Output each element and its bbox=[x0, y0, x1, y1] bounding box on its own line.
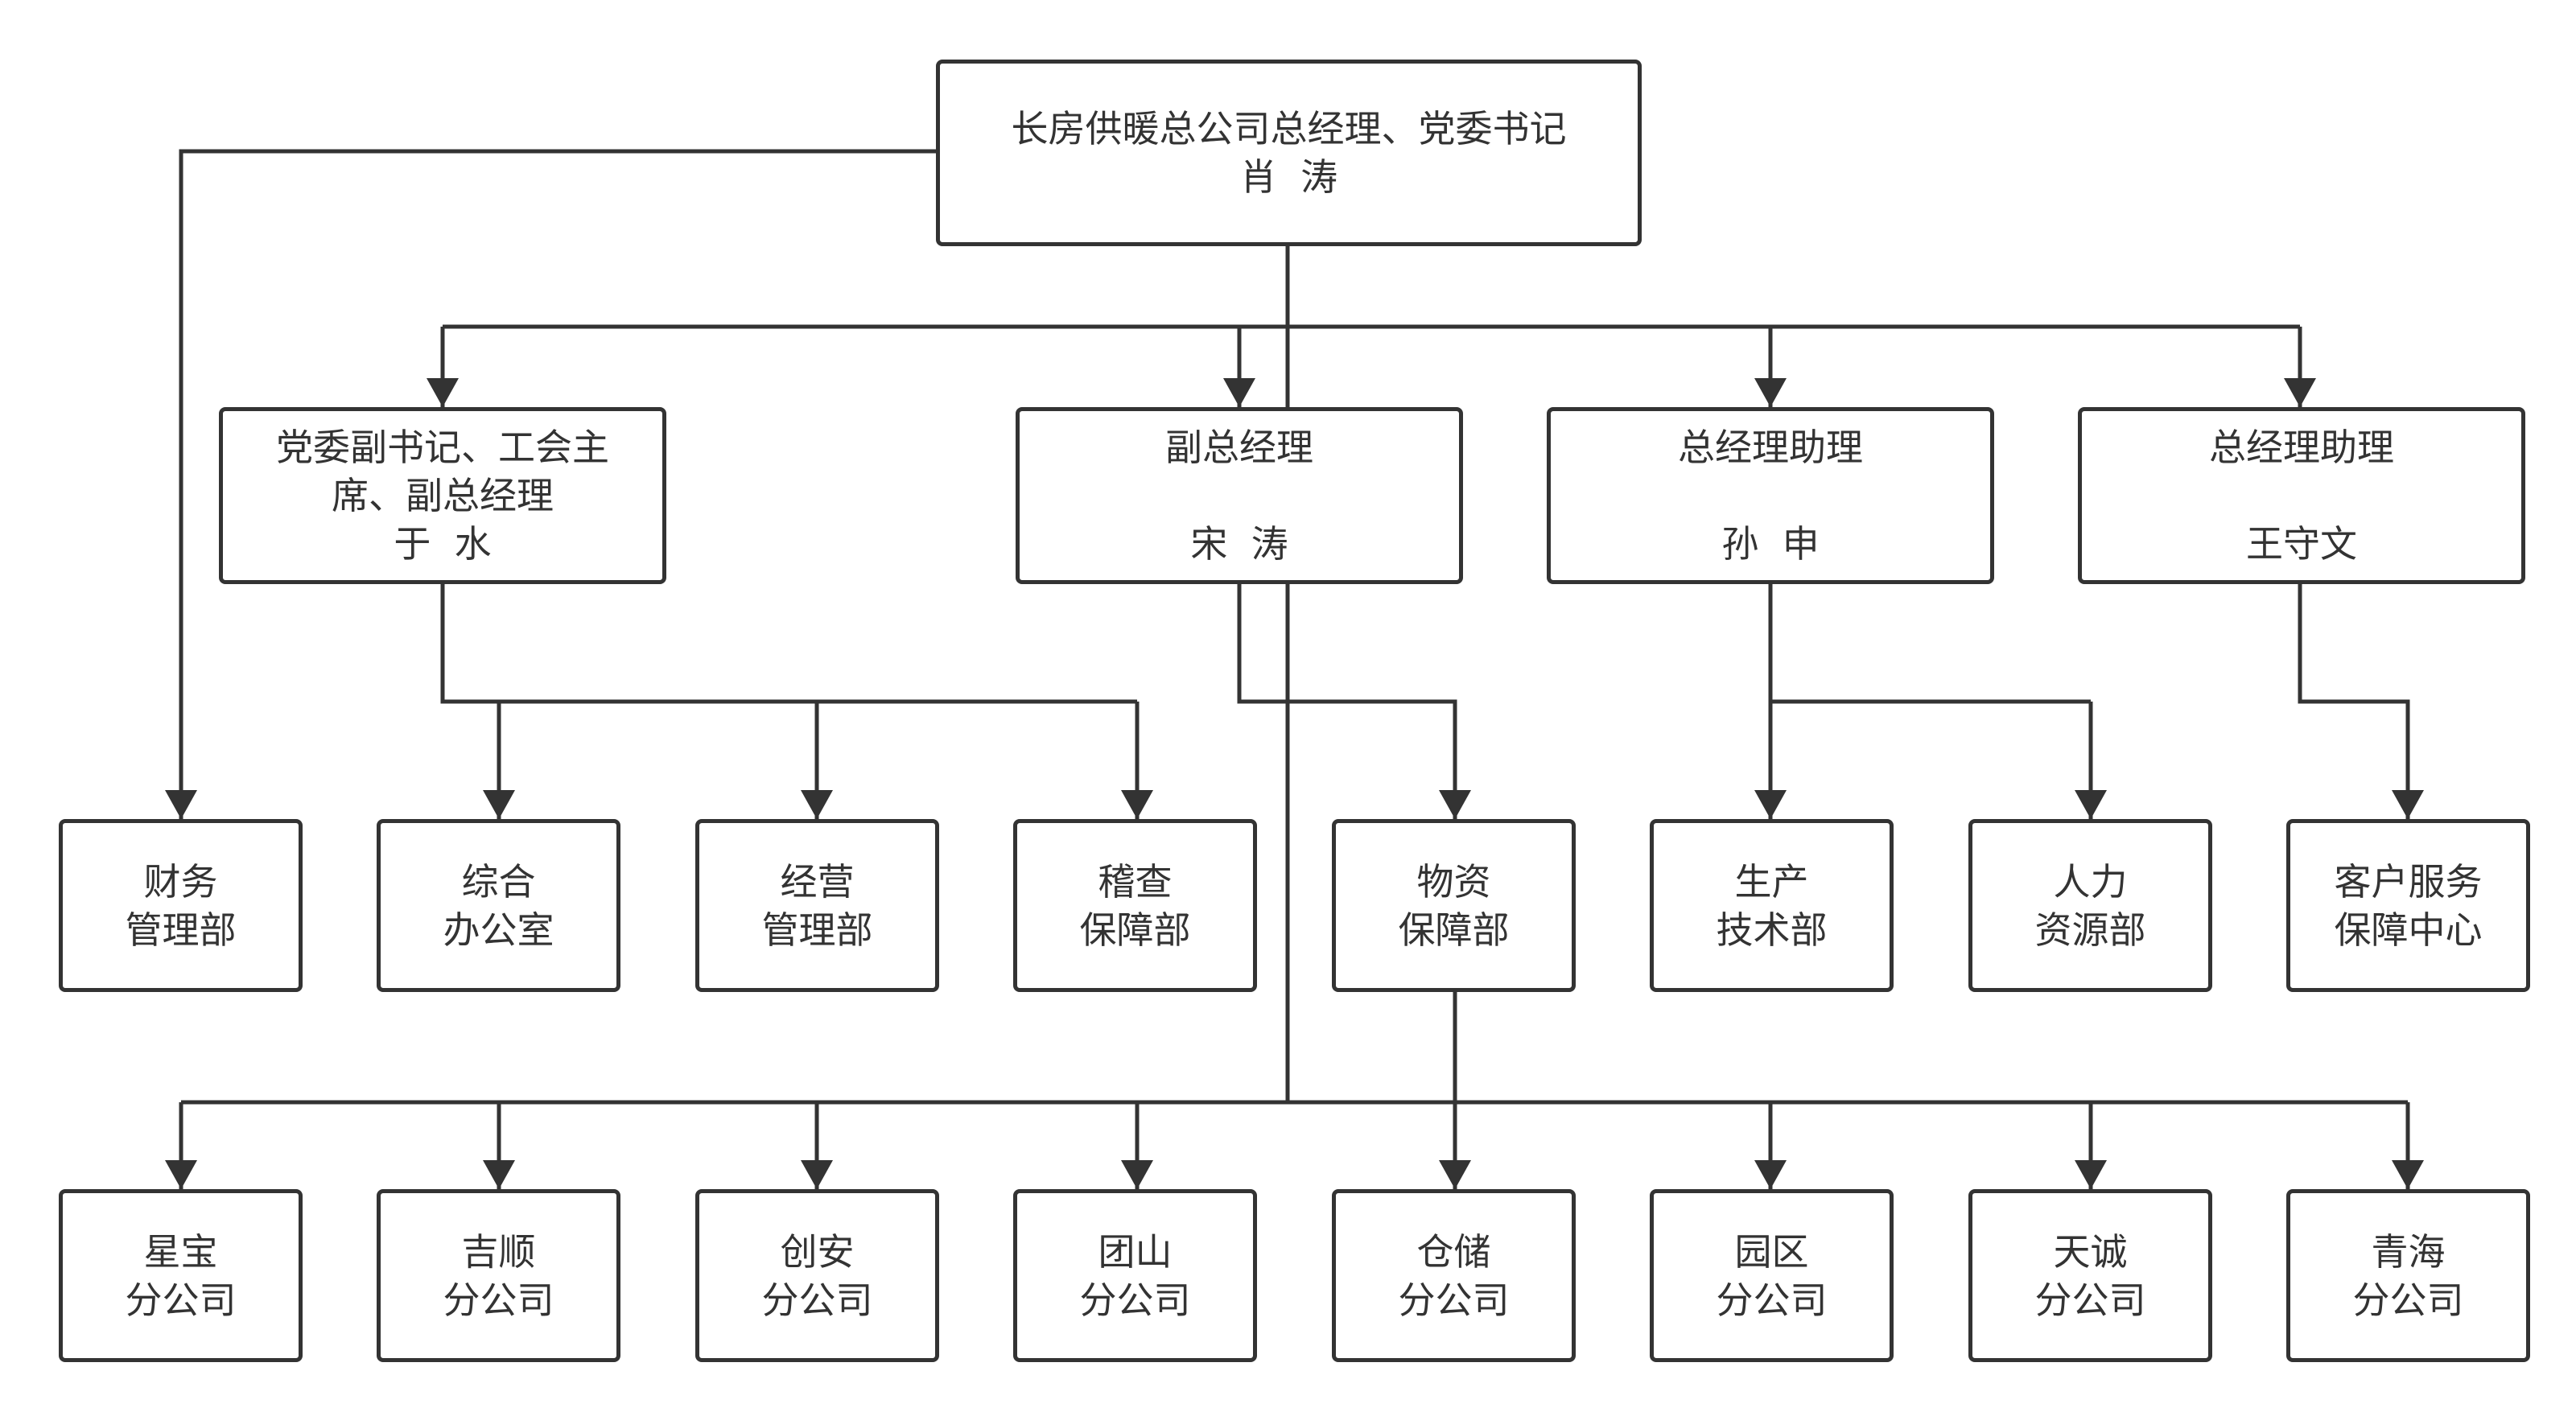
arrowhead-wang bbox=[2284, 378, 2316, 407]
connector-song-material bbox=[1237, 584, 1457, 819]
exec-name: 王守文 bbox=[2246, 522, 2357, 566]
dept-line1: 财务 bbox=[143, 859, 218, 904]
sub-line1: 吉顺 bbox=[461, 1229, 536, 1274]
sub-line2: 分公司 bbox=[1398, 1278, 1510, 1322]
subsidiary-box-chuangan: 创安 分公司 bbox=[695, 1189, 939, 1362]
dept-line2: 保障部 bbox=[1398, 908, 1510, 952]
dept-line2: 办公室 bbox=[443, 908, 554, 952]
exec-title: 总经理助理 bbox=[2209, 426, 2394, 469]
subsidiary-box-cangchu: 仓储 分公司 bbox=[1332, 1189, 1576, 1362]
arrowhead-sub-2 bbox=[801, 1160, 833, 1189]
department-box-hr: 人力 资源部 bbox=[1968, 819, 2212, 992]
subsidiary-box-xingbao: 星宝 分公司 bbox=[59, 1189, 303, 1362]
dept-line1: 生产 bbox=[1734, 859, 1809, 904]
ceo-name: 肖 涛 bbox=[1239, 155, 1338, 199]
dept-line1: 经营 bbox=[780, 859, 855, 904]
arrowhead-finance bbox=[165, 790, 197, 819]
dept-line2: 保障中心 bbox=[2334, 908, 2483, 952]
arrowhead-sub-7 bbox=[2392, 1160, 2424, 1189]
arrowhead-sub-5 bbox=[1754, 1160, 1787, 1189]
department-box-production: 生产 技术部 bbox=[1650, 819, 1894, 992]
arrowhead-sub-3 bbox=[1121, 1160, 1153, 1189]
department-box-office: 综合 办公室 bbox=[377, 819, 620, 992]
dept-line1: 稽查 bbox=[1098, 859, 1173, 904]
exec-title-line2: 席、副总经理 bbox=[332, 474, 554, 517]
arrowhead-sub-0 bbox=[165, 1160, 197, 1189]
exec-title-line1: 党委副书记、工会主 bbox=[276, 426, 609, 469]
arrowhead-sub-1 bbox=[483, 1160, 515, 1189]
sub-line2: 分公司 bbox=[1716, 1278, 1828, 1322]
ceo-title: 长房供暖总公司总经理、党委书记 bbox=[1011, 107, 1567, 150]
exec-title: 副总经理 bbox=[1165, 426, 1313, 469]
subsidiary-arrowheads bbox=[165, 1160, 2424, 1189]
sub-line2: 分公司 bbox=[1079, 1278, 1191, 1322]
sub-line1: 青海 bbox=[2371, 1229, 2446, 1274]
subsidiary-box-tiancheng: 天诚 分公司 bbox=[1968, 1189, 2212, 1362]
sub-line1: 园区 bbox=[1734, 1229, 1809, 1274]
arrowhead-song bbox=[1223, 378, 1255, 407]
dept-line2: 资源部 bbox=[2034, 908, 2146, 952]
dept-line2: 管理部 bbox=[125, 908, 237, 952]
subsidiary-box-qinghai: 青海 分公司 bbox=[2286, 1189, 2530, 1362]
department-box-customer-service: 客户服务 保障中心 bbox=[2286, 819, 2530, 992]
arrowhead-sun bbox=[1754, 378, 1787, 407]
dept-line2: 技术部 bbox=[1716, 908, 1828, 952]
exec-name: 孙 申 bbox=[1721, 522, 1820, 566]
dept-line1: 综合 bbox=[461, 859, 536, 904]
sub-line2: 分公司 bbox=[761, 1278, 873, 1322]
subsidiary-box-jishun: 吉顺 分公司 bbox=[377, 1189, 620, 1362]
subsidiary-box-yuanqu: 园区 分公司 bbox=[1650, 1189, 1894, 1362]
department-box-finance: 财务 管理部 bbox=[59, 819, 303, 992]
ceo-box: 长房供暖总公司总经理、党委书记 肖 涛 bbox=[936, 60, 1642, 246]
sub-line1: 仓储 bbox=[1416, 1229, 1491, 1274]
department-box-material: 物资 保障部 bbox=[1332, 819, 1576, 992]
sub-line1: 创安 bbox=[780, 1229, 855, 1274]
arrowhead-yu bbox=[427, 378, 459, 407]
arrowhead-prod bbox=[1754, 790, 1787, 819]
sub-line1: 星宝 bbox=[143, 1229, 218, 1274]
connector-ceo-finance bbox=[179, 149, 936, 819]
arrowhead-business bbox=[801, 790, 833, 819]
executive-box-wang: 总经理助理 王守文 bbox=[2078, 407, 2525, 584]
exec-name: 宋 涛 bbox=[1190, 522, 1288, 566]
exec-title: 总经理助理 bbox=[1678, 426, 1863, 469]
dept-line2: 管理部 bbox=[761, 908, 873, 952]
department-box-business: 经营 管理部 bbox=[695, 819, 939, 992]
dept-line1: 物资 bbox=[1416, 859, 1491, 904]
connector-sun-bus bbox=[1768, 584, 2091, 704]
department-box-audit: 稽查 保障部 bbox=[1013, 819, 1257, 992]
arrowhead-hr bbox=[2075, 790, 2107, 819]
dept-line2: 保障部 bbox=[1079, 908, 1191, 952]
sub-line2: 分公司 bbox=[125, 1278, 237, 1322]
sub-line1: 团山 bbox=[1098, 1229, 1173, 1274]
sub-line2: 分公司 bbox=[2352, 1278, 2464, 1322]
connector-wang-customer bbox=[2298, 584, 2410, 819]
arrowhead-sub-4 bbox=[1439, 1160, 1471, 1189]
sub-line2: 分公司 bbox=[2034, 1278, 2146, 1322]
arrowhead-customer bbox=[2392, 790, 2424, 819]
sub-line2: 分公司 bbox=[443, 1278, 554, 1322]
arrowhead-office bbox=[483, 790, 515, 819]
executive-box-sun: 总经理助理 孙 申 bbox=[1547, 407, 1994, 584]
dept-line1: 客户服务 bbox=[2334, 859, 2483, 904]
sub-line1: 天诚 bbox=[2053, 1229, 2128, 1274]
arrowhead-material bbox=[1439, 790, 1471, 819]
arrowhead-audit bbox=[1121, 790, 1153, 819]
executive-box-yu: 党委副书记、工会主 席、副总经理 于 水 bbox=[219, 407, 666, 584]
dept-line1: 人力 bbox=[2053, 859, 2128, 904]
exec-name: 于 水 bbox=[394, 522, 492, 566]
subsidiary-box-tuanshan: 团山 分公司 bbox=[1013, 1189, 1257, 1362]
subsidiary-arrows bbox=[179, 1102, 2410, 1189]
connector-yu-bus bbox=[440, 584, 1137, 704]
executive-box-song: 副总经理 宋 涛 bbox=[1016, 407, 1463, 584]
arrowhead-sub-6 bbox=[2075, 1160, 2107, 1189]
